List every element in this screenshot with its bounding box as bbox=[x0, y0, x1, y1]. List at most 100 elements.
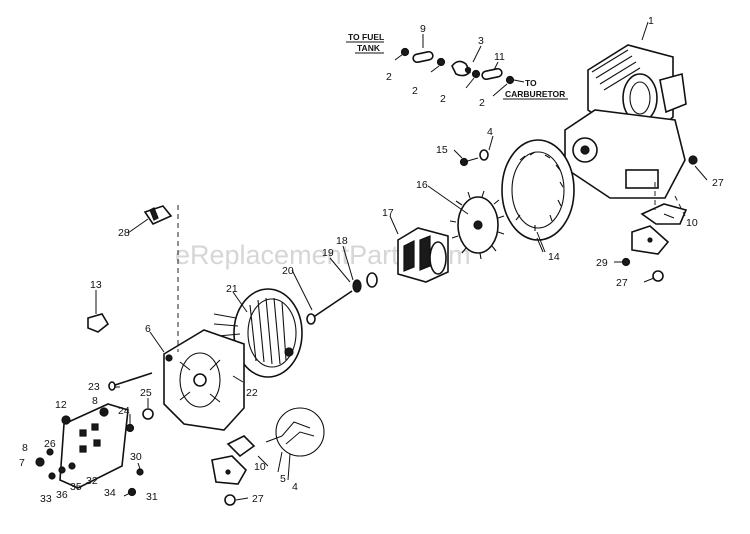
callout-11: 11 bbox=[494, 51, 505, 63]
brush-holder-body bbox=[226, 435, 256, 458]
end-housing-bearing bbox=[193, 373, 207, 387]
callout-34: 34 bbox=[104, 487, 116, 499]
callout-32: 32 bbox=[86, 475, 98, 487]
screw-15-shaft bbox=[463, 157, 479, 163]
detail-circle bbox=[275, 407, 325, 457]
fuel-valve-knob bbox=[464, 66, 472, 74]
engine-1 bbox=[564, 44, 698, 199]
rotor-end bbox=[429, 241, 447, 275]
panel-part-35 bbox=[68, 462, 76, 470]
rotor-17 bbox=[397, 227, 449, 283]
callout-27c: 27 bbox=[252, 493, 264, 505]
callout-leaders bbox=[95, 21, 708, 501]
fan-hub bbox=[473, 220, 483, 230]
callout-6: 6 bbox=[145, 323, 151, 335]
fan-housing-inner bbox=[511, 151, 565, 229]
panel-outlet-2 bbox=[91, 423, 99, 431]
callout-24: 24 bbox=[118, 405, 130, 417]
engine-bolt-27 bbox=[688, 155, 698, 165]
callout-19: 19 bbox=[322, 247, 334, 259]
callout-2b: 2 bbox=[412, 85, 418, 97]
panel-part-33 bbox=[48, 472, 56, 480]
bolt-23 bbox=[108, 372, 153, 391]
fuel-line-notes: TO FUEL TANK TO CARBURETOR bbox=[346, 32, 568, 100]
detail-leader bbox=[265, 435, 283, 443]
engine-mount-10 bbox=[621, 203, 688, 282]
screw-31 bbox=[127, 487, 137, 497]
end-housing-bearing-ring bbox=[179, 352, 221, 408]
callout-25: 25 bbox=[140, 387, 152, 399]
part-30 bbox=[136, 468, 144, 476]
hose-clamp-4 bbox=[505, 75, 515, 85]
mount-hole bbox=[647, 237, 653, 243]
callout-28: 28 bbox=[118, 227, 130, 239]
fan-housing-outer bbox=[501, 139, 575, 241]
callout-13: 13 bbox=[90, 279, 102, 291]
end-housing-spokes bbox=[179, 359, 221, 403]
callout-21: 21 bbox=[226, 283, 238, 295]
panel-part-36 bbox=[58, 466, 66, 474]
end-housing-nut-6 bbox=[165, 354, 173, 362]
part-28-body bbox=[143, 205, 173, 226]
callout-16: 16 bbox=[416, 179, 428, 191]
callout-1: 1 bbox=[648, 15, 654, 27]
bolt-23-shaft bbox=[111, 372, 153, 387]
part-28 bbox=[143, 205, 173, 226]
callout-35: 35 bbox=[70, 481, 82, 493]
panel-knob-7 bbox=[35, 457, 45, 467]
stator-inner bbox=[247, 298, 297, 368]
fan-blades bbox=[449, 190, 505, 260]
stator-terminal bbox=[284, 347, 294, 357]
note-to-carburetor-line2: CARBURETOR bbox=[505, 89, 565, 99]
callout-2d: 2 bbox=[479, 97, 485, 109]
panel-screw-8 bbox=[46, 448, 54, 456]
callout-2a: 2 bbox=[386, 71, 392, 83]
callout-8b: 8 bbox=[92, 395, 98, 407]
mount-washer-27 bbox=[652, 270, 664, 282]
callout-2c: 2 bbox=[440, 93, 446, 105]
callout-17: 17 bbox=[382, 207, 394, 219]
washer-4 bbox=[479, 149, 489, 161]
callout-10b: 10 bbox=[254, 461, 266, 473]
bolt-20-shaft bbox=[311, 290, 353, 319]
engine-muffler bbox=[659, 72, 687, 114]
end-housing-22 bbox=[163, 329, 245, 431]
fuel-hose-9 bbox=[412, 50, 434, 64]
callout-30: 30 bbox=[130, 451, 142, 463]
callout-14: 14 bbox=[548, 251, 560, 263]
callout-26: 26 bbox=[44, 438, 56, 450]
fan-16 bbox=[449, 190, 505, 260]
callout-10a: 10 bbox=[686, 217, 698, 229]
engine-crankshaft-end bbox=[580, 145, 590, 155]
panel-outlet-3 bbox=[79, 445, 87, 453]
callout-31: 31 bbox=[146, 491, 158, 503]
callout-20: 20 bbox=[282, 265, 294, 277]
brush-detail-circle bbox=[265, 407, 325, 457]
callout-4a: 4 bbox=[487, 126, 493, 138]
stator-21 bbox=[213, 288, 303, 378]
panel-outlet-4 bbox=[93, 439, 101, 447]
leader-lines bbox=[95, 21, 708, 501]
engine-base bbox=[625, 169, 659, 189]
callout-22: 22 bbox=[246, 387, 258, 399]
callout-23: 23 bbox=[88, 381, 100, 393]
washer-19 bbox=[352, 279, 362, 293]
washer-18 bbox=[366, 272, 378, 288]
callout-29: 29 bbox=[596, 257, 608, 269]
callout-36: 36 bbox=[56, 489, 68, 501]
brush-holder-10 bbox=[211, 435, 256, 506]
panel-screw-12 bbox=[61, 415, 71, 425]
washer-25 bbox=[142, 408, 154, 420]
note-to-fuel-tank-line1: TO FUEL bbox=[348, 32, 384, 42]
leader-to-carburetor bbox=[513, 79, 525, 83]
hose-clamp-3 bbox=[471, 69, 481, 79]
callout-18: 18 bbox=[336, 235, 348, 247]
engine-air-cleaner-inner bbox=[629, 81, 651, 115]
through-bolt-20 bbox=[306, 290, 353, 325]
screw-24 bbox=[125, 423, 135, 433]
fuel-hose-11 bbox=[481, 67, 503, 81]
brush-bracket-hole bbox=[225, 469, 231, 475]
callout-4b: 4 bbox=[292, 481, 298, 493]
fan-housing-vents bbox=[515, 151, 564, 231]
